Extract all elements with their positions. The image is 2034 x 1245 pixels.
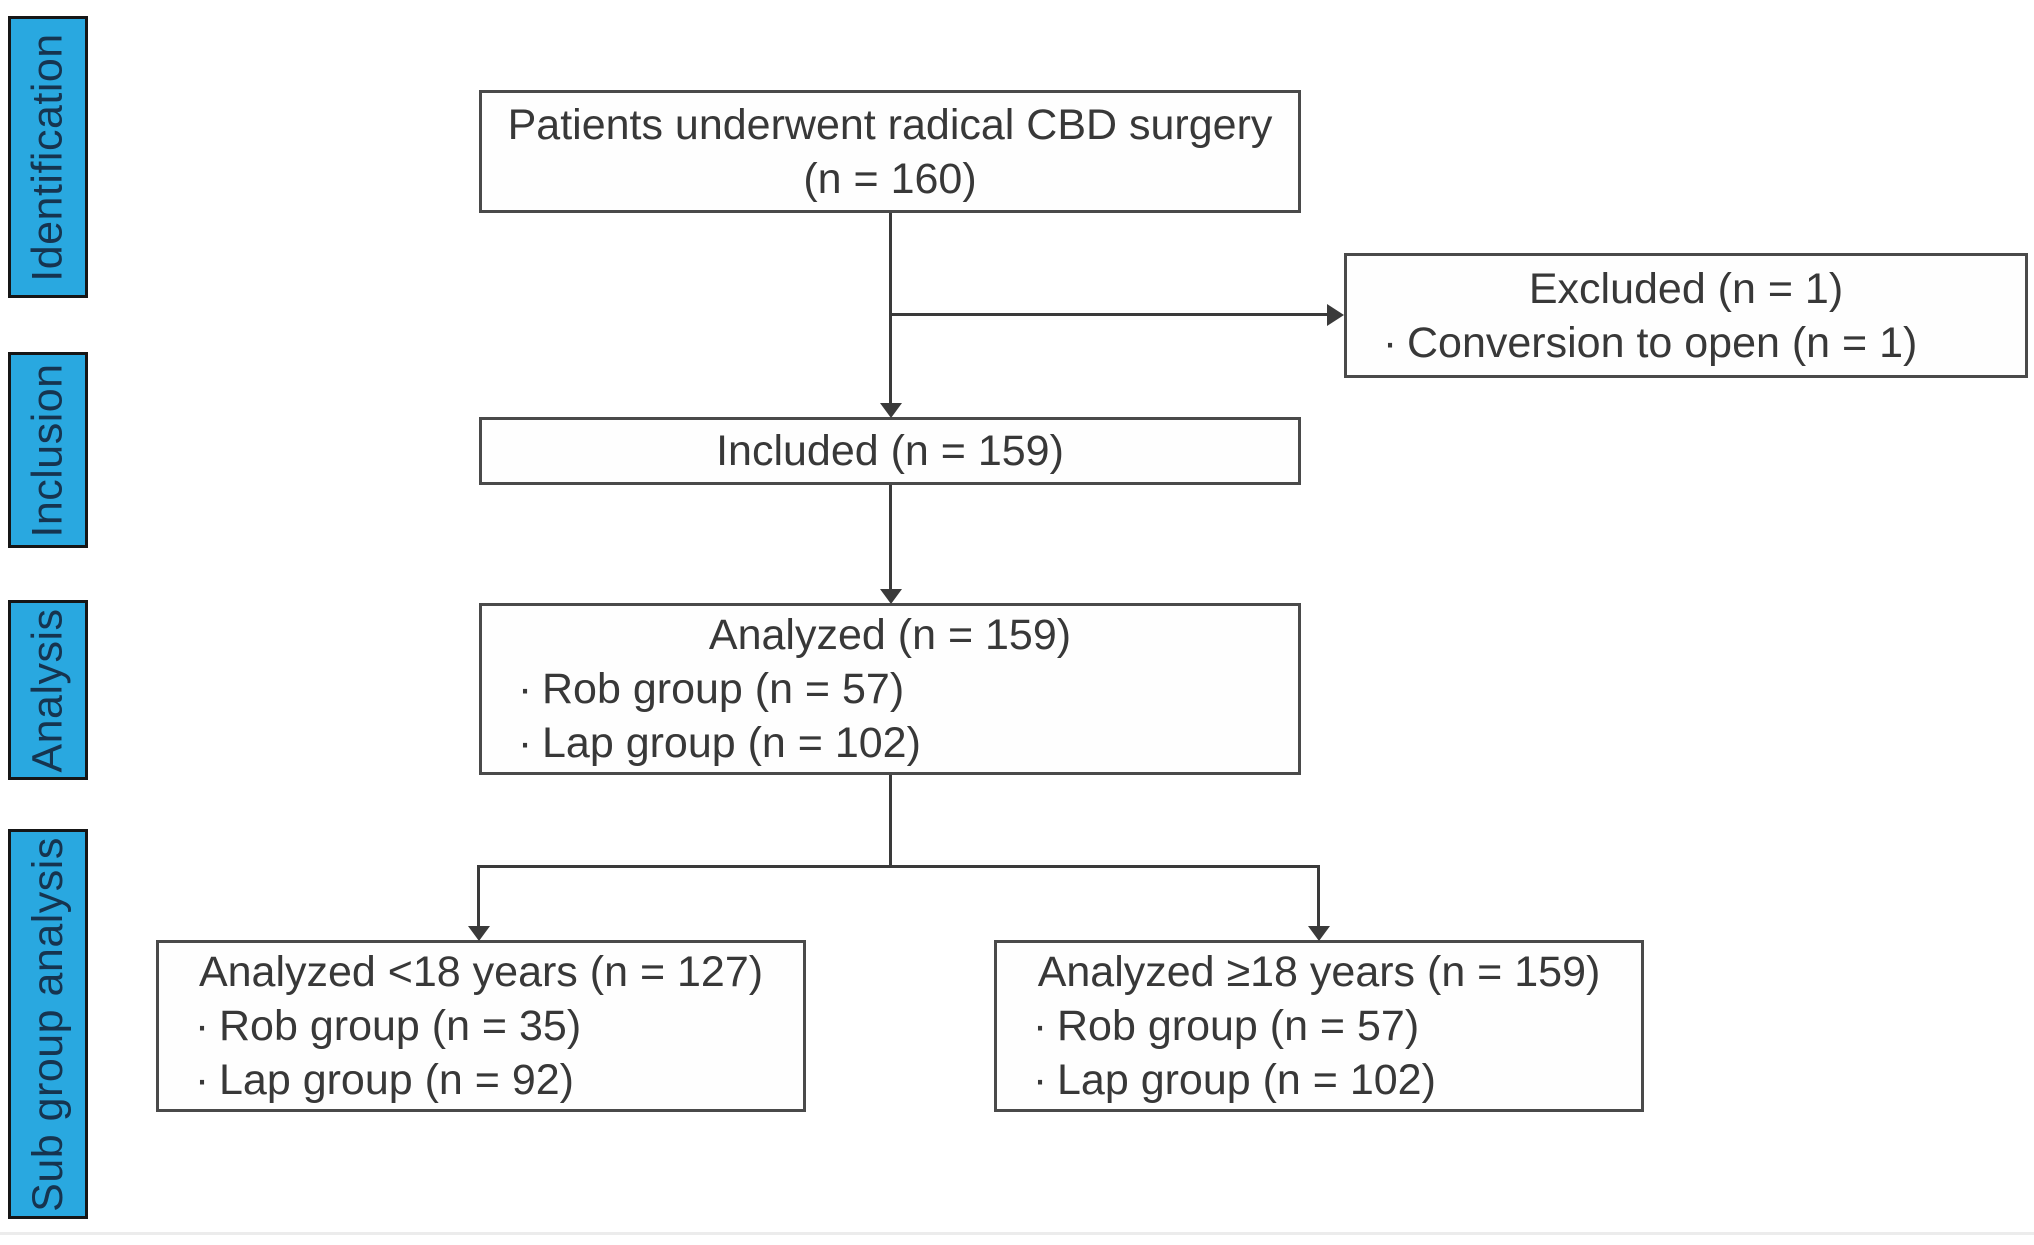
- stage-subgroup-analysis-label: Sub group analysis: [23, 836, 72, 1212]
- box-analyzed-18-and-over: Analyzed ≥18 years (n = 159) · Rob group…: [994, 940, 1644, 1112]
- connector-top-to-included: [889, 213, 892, 404]
- stage-inclusion: Inclusion: [8, 352, 88, 548]
- box-excluded-bullet: · Conversion to open (n = 1): [1347, 316, 2025, 370]
- bullet-dot-icon: ·: [194, 1002, 210, 1050]
- box-included-title: Included (n = 159): [716, 427, 1064, 475]
- box-analyzed-under-18: Analyzed <18 years (n = 127) · Rob group…: [156, 940, 806, 1112]
- box-over18-bullet-rob: · Rob group (n = 57): [997, 999, 1641, 1053]
- arrowhead-into-analyzed: [880, 589, 902, 604]
- arrowhead-into-included: [880, 403, 902, 418]
- box-patients-line2: (n = 160): [803, 154, 977, 203]
- box-excluded-title: Excluded (n = 1): [1528, 264, 1844, 313]
- box-over18-bullet-lap: · Lap group (n = 102): [997, 1053, 1641, 1107]
- box-analyzed-bullet-rob: · Rob group (n = 57): [482, 662, 1298, 716]
- box-over18-bullet-lap-text: Lap group (n = 102): [1057, 1056, 1436, 1104]
- connector-included-to-analyzed: [889, 485, 892, 590]
- bullet-dot-icon: ·: [1032, 1056, 1048, 1104]
- connector-branch-to-over18: [1317, 865, 1320, 927]
- bullet-dot-icon: ·: [1032, 1002, 1048, 1050]
- stage-analysis-label: Analysis: [23, 607, 72, 773]
- stage-identification: Identification: [8, 16, 88, 298]
- box-patients-underwent-surgery: Patients underwent radical CBD surgery (…: [479, 90, 1301, 213]
- box-excluded-bullet-text: Conversion to open (n = 1): [1407, 318, 1918, 367]
- box-under18-bullet-rob: · Rob group (n = 35): [159, 999, 803, 1053]
- connector-branch-to-excluded: [889, 313, 1327, 316]
- figure-bottom-rule: [0, 1232, 2034, 1235]
- bullet-dot-icon: ·: [517, 665, 533, 713]
- box-analyzed-bullet-rob-text: Rob group (n = 57): [542, 665, 905, 713]
- box-analyzed: Analyzed (n = 159) · Rob group (n = 57) …: [479, 603, 1301, 775]
- box-over18-bullet-rob-text: Rob group (n = 57): [1057, 1002, 1420, 1050]
- box-analyzed-bullet-lap: · Lap group (n = 102): [482, 716, 1298, 770]
- connector-analyzed-to-branch: [889, 775, 892, 867]
- box-excluded: Excluded (n = 1) · Conversion to open (n…: [1344, 253, 2028, 378]
- box-under18-bullet-lap-text: Lap group (n = 92): [219, 1056, 575, 1104]
- box-analyzed-under-18-title: Analyzed <18 years (n = 127): [198, 948, 764, 996]
- arrowhead-into-under18: [468, 926, 490, 941]
- bullet-dot-icon: ·: [517, 719, 533, 767]
- box-analyzed-18-and-over-title: Analyzed ≥18 years (n = 159): [1037, 948, 1601, 996]
- stage-subgroup-analysis: Sub group analysis: [8, 829, 88, 1219]
- connector-branch-bar: [477, 865, 1320, 868]
- box-included: Included (n = 159): [479, 417, 1301, 485]
- arrowhead-into-over18: [1308, 926, 1330, 941]
- bullet-dot-icon: ·: [194, 1056, 210, 1104]
- arrowhead-into-excluded: [1327, 304, 1344, 326]
- stage-identification-label: Identification: [23, 32, 72, 282]
- box-under18-bullet-rob-text: Rob group (n = 35): [219, 1002, 582, 1050]
- connector-branch-to-under18: [477, 865, 480, 927]
- bullet-dot-icon: ·: [1382, 318, 1398, 367]
- box-under18-bullet-lap: · Lap group (n = 92): [159, 1053, 803, 1107]
- box-analyzed-bullet-lap-text: Lap group (n = 102): [542, 719, 921, 767]
- box-patients-line1: Patients underwent radical CBD surgery: [507, 100, 1273, 149]
- stage-inclusion-label: Inclusion: [23, 362, 72, 538]
- box-analyzed-title: Analyzed (n = 159): [708, 611, 1072, 659]
- stage-analysis: Analysis: [8, 600, 88, 780]
